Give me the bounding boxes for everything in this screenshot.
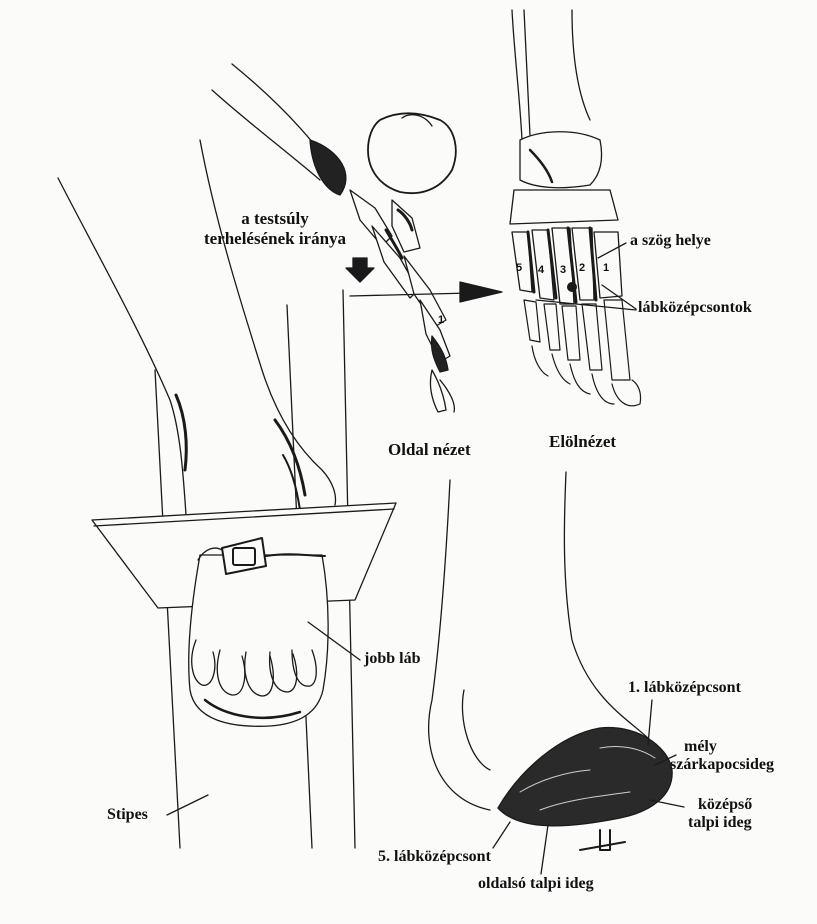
- nail-site-label: a szög helye: [630, 232, 711, 250]
- fifth-metatarsal-label: 5. lábközépcsont: [378, 848, 491, 866]
- front-bone-number-3: 3: [560, 264, 566, 276]
- stipes-label: Stipes: [107, 806, 148, 824]
- first-metatarsal-label: 1. lábközépcsont: [628, 679, 741, 697]
- right-foot-label: jobb láb: [364, 650, 420, 668]
- sole-cross-section: [429, 472, 684, 874]
- medial-nerve-line2: talpi ideg: [688, 814, 752, 832]
- weight-direction-line1: a testsúly: [180, 209, 370, 229]
- side-view-label: Oldal nézet: [388, 440, 471, 460]
- side-bone-number-1: 1: [438, 314, 444, 326]
- front-bone-number-1: 1: [603, 262, 609, 274]
- front-bone-number-2: 2: [579, 262, 585, 274]
- foot-drawing: [189, 538, 328, 726]
- weight-direction-label: a testsúly terhelésének iránya: [180, 209, 370, 248]
- deep-nerve-line2: szárkapocsideg: [670, 756, 774, 774]
- deep-nerve-line1: mély: [672, 738, 774, 756]
- front-bone-number-5: 5: [516, 262, 522, 274]
- lateral-plantar-nerve-label: oldalsó talpi ideg: [478, 875, 594, 893]
- weight-direction-line2: terhelésének iránya: [180, 229, 370, 249]
- deep-peroneal-nerve-label: mély szárkapocsideg: [672, 738, 774, 775]
- front-bone-number-4: 4: [538, 264, 544, 276]
- front-view-label: Elölnézet: [549, 432, 616, 452]
- metatarsals-label: lábközépcsontok: [638, 299, 752, 317]
- medial-plantar-nerve-label: középső talpi ideg: [688, 796, 752, 833]
- medial-nerve-line1: középső: [688, 796, 752, 814]
- front-view-skeleton: [510, 10, 641, 406]
